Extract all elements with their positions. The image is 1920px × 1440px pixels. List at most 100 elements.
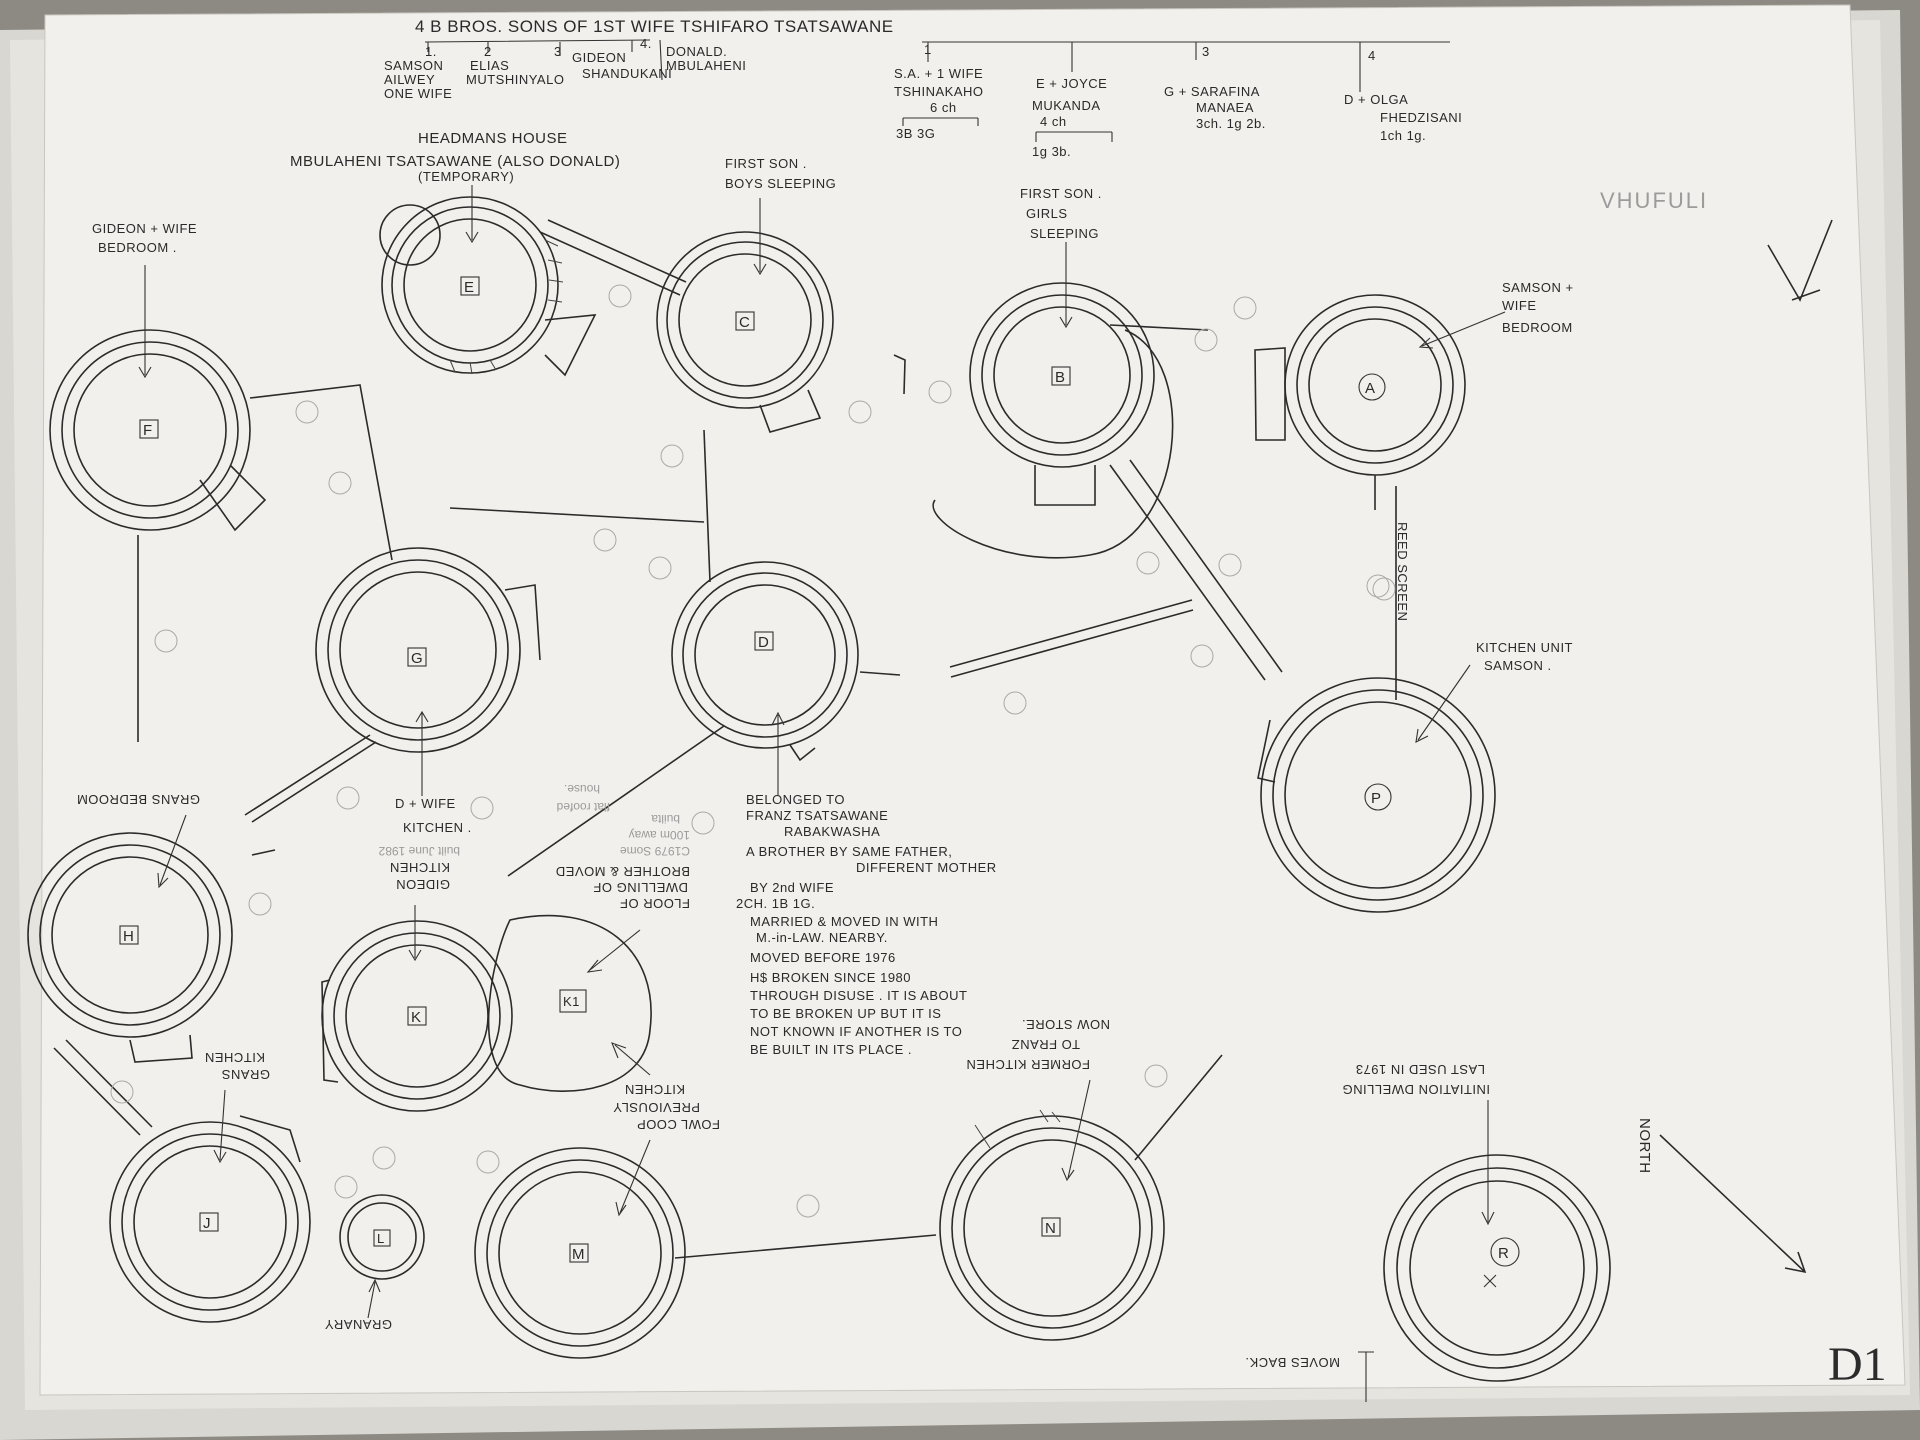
svg-text:ELIAS: ELIAS [470, 58, 509, 73]
svg-text:SLEEPING: SLEEPING [1030, 226, 1099, 241]
svg-text:builta: builta [651, 812, 680, 826]
hut-A[interactable]: A [1254, 294, 1466, 510]
granary-note: GRANARY [324, 1278, 392, 1332]
svg-text:MOVED BEFORE 1976: MOVED BEFORE 1976 [750, 950, 896, 965]
svg-text:C1979 Some: C1979 Some [620, 844, 690, 858]
gideon-kitchen-note: GIDEON KITCHEN built June 1982 [378, 844, 460, 962]
svg-text:4: 4 [1368, 48, 1376, 63]
brother-4: 4. DONALD. MBULAHENI [640, 36, 746, 73]
svg-text:E + JOYCE: E + JOYCE [1036, 76, 1107, 91]
svg-text:G: G [411, 650, 423, 667]
svg-text:1g 3b.: 1g 3b. [1032, 144, 1071, 159]
svg-text:(TEMPORARY): (TEMPORARY) [418, 169, 514, 184]
svg-text:BOYS SLEEPING: BOYS SLEEPING [725, 176, 836, 191]
svg-text:H$ BROKEN SINCE 1980: H$ BROKEN SINCE 1980 [750, 970, 911, 985]
svg-text:FRANZ TSATSAWANE: FRANZ TSATSAWANE [746, 808, 888, 823]
svg-text:K: K [411, 1009, 422, 1026]
svg-text:TSHINAKAHO: TSHINAKAHO [894, 84, 984, 99]
hut-B[interactable]: B [932, 282, 1174, 559]
sheet-id: D1 [1828, 1338, 1887, 1391]
hut-D[interactable]: D [671, 561, 859, 762]
svg-text:BE BUILT IN ITS PLACE .: BE BUILT IN ITS PLACE . [750, 1042, 912, 1057]
svg-text:DWELLING OF: DWELLING OF [593, 880, 688, 895]
svg-text:4.: 4. [640, 36, 652, 51]
brothers-heading: 4 B BROS. SONS OF 1ST WIFE TSHIFARO TSAT… [415, 17, 894, 36]
svg-text:A: A [1365, 380, 1376, 397]
svg-text:MARRIED & MOVED IN WITH: MARRIED & MOVED IN WITH [750, 914, 938, 929]
svg-text:D + WIFE: D + WIFE [395, 796, 456, 811]
svg-text:WIFE: WIFE [1502, 298, 1537, 313]
branch-3: 3 G + SARAFINA MANAEA 3ch. 1g 2b. [1164, 44, 1266, 131]
svg-text:3: 3 [1202, 44, 1210, 59]
svg-text:H: H [123, 928, 134, 945]
svg-text:1: 1 [924, 42, 932, 57]
svg-text:TO FRANZ: TO FRANZ [1011, 1037, 1080, 1052]
hut-R[interactable]: R [1383, 1154, 1611, 1382]
svg-text:GIDEON: GIDEON [572, 50, 626, 65]
belonged-note: BELONGED TO FRANZ TSATSAWANE RABAKWASHA … [736, 711, 997, 1057]
hut-J[interactable]: J [109, 1115, 311, 1323]
hut-G[interactable]: G [315, 547, 541, 753]
svg-text:FIRST SON .: FIRST SON . [725, 156, 807, 171]
svg-text:KITCHEN UNIT: KITCHEN UNIT [1476, 640, 1573, 655]
svg-text:BY 2nd WIFE: BY 2nd WIFE [750, 880, 834, 895]
brother-2: 2 ELIAS MUTSHINYALO [466, 44, 564, 87]
svg-text:P: P [1371, 790, 1382, 807]
hut-F[interactable]: F [49, 329, 267, 532]
svg-text:BELONGED TO: BELONGED TO [746, 792, 845, 807]
branch-4: 4 D + OLGA FHEDZISANI 1ch 1g. [1344, 48, 1462, 143]
svg-text:TO BE BROKEN UP BUT IT IS: TO BE BROKEN UP BUT IT IS [750, 1006, 941, 1021]
photo-markers [110, 284, 1396, 1218]
village-name: VHUFULI [1600, 188, 1708, 213]
hut-H[interactable]: H [27, 832, 233, 1063]
svg-text:NOT KNOWN IF ANOTHER IS TO: NOT KNOWN IF ANOTHER IS TO [750, 1024, 962, 1039]
svg-text:BEDROOM .: BEDROOM . [98, 240, 177, 255]
svg-text:DIFFERENT MOTHER: DIFFERENT MOTHER [856, 860, 997, 875]
moves-back-note: MOVES BACK. [1245, 1351, 1374, 1402]
hut-M[interactable]: M [474, 1147, 686, 1359]
svg-text:4 ch: 4 ch [1040, 114, 1067, 129]
brother-3: 3 GIDEON SHANDUKANI [554, 44, 672, 81]
svg-text:GIDEON: GIDEON [396, 877, 450, 892]
gideon-bedroom-note: GIDEON + WIFE BEDROOM . [92, 221, 197, 379]
reed-screen-label: REED SCREEN [1395, 522, 1410, 621]
svg-text:MUTSHINYALO: MUTSHINYALO [466, 72, 564, 87]
walls [53, 219, 1397, 1259]
hut-C[interactable]: C [656, 231, 834, 433]
svg-text:DONALD.: DONALD. [666, 44, 727, 59]
svg-text:FIRST SON .: FIRST SON . [1020, 186, 1102, 201]
d-wife-kitchen-note: D + WIFE KITCHEN . [395, 710, 471, 835]
grans-kitchen-note: GRANS KITCHEN [204, 1050, 270, 1164]
svg-text:MANAEA: MANAEA [1196, 100, 1254, 115]
svg-text:L: L [377, 1231, 385, 1246]
initiation-note: INITIATION DWELLING LAST USED IN 1973 [1342, 1062, 1495, 1226]
svg-text:MOVES BACK.: MOVES BACK. [1245, 1355, 1340, 1370]
hut-P[interactable]: P [1257, 677, 1496, 913]
svg-text:D + OLGA: D + OLGA [1344, 92, 1408, 107]
svg-text:3ch. 1g 2b.: 3ch. 1g 2b. [1196, 116, 1266, 131]
svg-text:KITCHEN: KITCHEN [624, 1082, 685, 1097]
hut-K1[interactable]: K1 [487, 914, 652, 1092]
grans-bedroom-note: GRANS BEDROOM [76, 792, 200, 889]
hut-E[interactable]: E [379, 196, 597, 377]
north-label: NORTH [1636, 1118, 1653, 1174]
svg-text:INITIATION DWELLING: INITIATION DWELLING [1342, 1082, 1490, 1097]
svg-text:AILWEY: AILWEY [384, 72, 435, 87]
hut-L[interactable]: L [339, 1194, 425, 1280]
family-tree: 4 B BROS. SONS OF 1ST WIFE TSHIFARO TSAT… [384, 17, 1462, 159]
svg-text:KITCHEN: KITCHEN [389, 860, 450, 875]
svg-text:built June 1982: built June 1982 [378, 844, 460, 858]
hut-N[interactable]: N [939, 1109, 1165, 1341]
svg-text:MBULAHENI TSATSAWANE (ALSO D: MBULAHENI TSATSAWANE (ALSO DONALD) [290, 153, 620, 170]
svg-text:F: F [143, 422, 153, 439]
svg-text:SAMSON: SAMSON [384, 58, 443, 73]
svg-text:E: E [464, 279, 475, 296]
svg-text:MBULAHENI: MBULAHENI [666, 58, 746, 73]
svg-text:ONE WIFE: ONE WIFE [384, 86, 452, 101]
svg-text:MUKANDA: MUKANDA [1032, 98, 1101, 113]
svg-text:KITCHEN: KITCHEN [204, 1050, 265, 1065]
svg-text:BROTHER & MOVED: BROTHER & MOVED [555, 864, 690, 879]
svg-text:GRANARY: GRANARY [324, 1317, 392, 1332]
first-son-boys-note: FIRST SON . BOYS SLEEPING [725, 156, 836, 276]
